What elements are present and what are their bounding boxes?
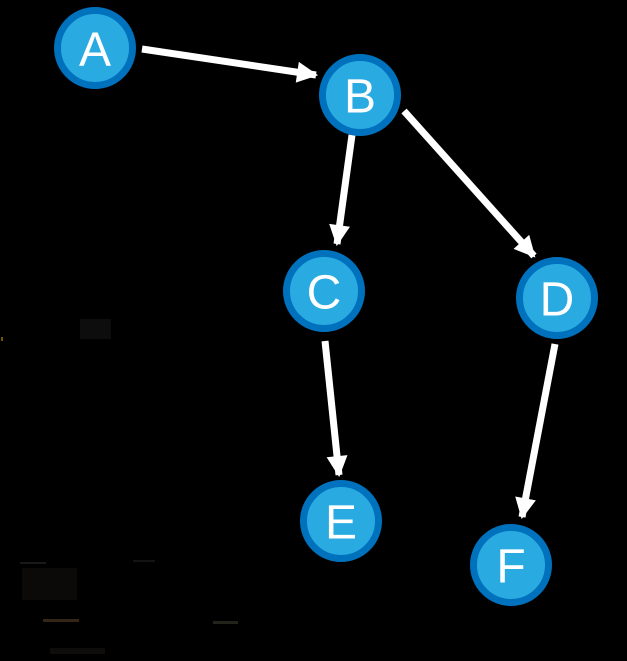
edges-layer: [141, 45, 559, 520]
arrow-C-E: [321, 340, 348, 478]
node-C[interactable]: C: [283, 250, 365, 332]
node-circle-A: [54, 7, 136, 89]
node-F[interactable]: F: [470, 524, 552, 606]
node-circle-B: [319, 54, 401, 136]
arrow-B-C: [329, 134, 356, 247]
node-B[interactable]: B: [319, 54, 401, 136]
nodes-layer: A B C D E F: [54, 7, 598, 606]
node-A[interactable]: A: [54, 7, 136, 89]
arrow-B-D: [401, 108, 537, 259]
node-circle-E: [300, 480, 382, 562]
arrow-A-B: [141, 45, 319, 83]
arrow-D-F: [515, 343, 559, 520]
node-circle-C: [283, 250, 365, 332]
node-circle-D: [516, 257, 598, 339]
node-E[interactable]: E: [300, 480, 382, 562]
node-D[interactable]: D: [516, 257, 598, 339]
node-circle-F: [470, 524, 552, 606]
